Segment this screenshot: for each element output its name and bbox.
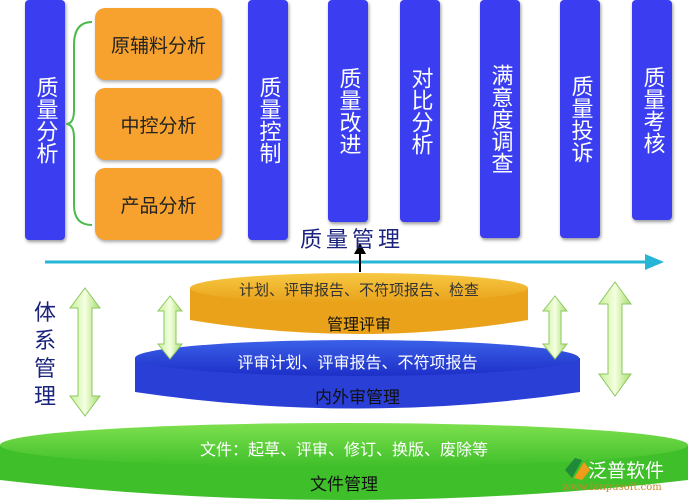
box-product-analysis: 产品分析 — [95, 168, 222, 240]
bar-comparison-analysis: 对比分析 — [400, 0, 440, 222]
up-arrow — [354, 243, 366, 272]
review-title: 管理评审 — [326, 315, 391, 334]
box-process-control-analysis: 中控分析 — [95, 88, 222, 160]
system-management-label: 体系管理 — [33, 301, 56, 410]
bar-quality-complaint: 质量投诉 — [560, 0, 600, 238]
audit-title: 内外审管理 — [315, 388, 400, 408]
logo-name: 泛普软件 — [588, 460, 665, 482]
file-items: 文件：起草、评审、修订、换版、废除等 — [199, 440, 488, 459]
brace — [65, 21, 93, 226]
review-items: 计划、评审报告、不符项报告、检查 — [238, 281, 479, 299]
audit-items: 评审计划、评审报告、不符项报告 — [237, 353, 478, 372]
bar-quality-assessment: 质量考核 — [632, 0, 672, 220]
box-raw-material-analysis: 原辅料分析 — [95, 8, 222, 80]
file-title: 文件管理 — [310, 475, 378, 495]
bar-satisfaction-survey: 满意度调查 — [480, 0, 520, 238]
quality-management-label: 质量管理 — [300, 228, 405, 253]
double-arrows — [69, 281, 632, 417]
bar-quality-control: 质量控制 — [248, 0, 288, 240]
logo-icon — [565, 458, 590, 480]
bar-quality-improvement: 质量改进 — [328, 0, 368, 222]
bar-quality-analysis: 质量分析 — [25, 0, 65, 240]
timeline-arrow — [45, 254, 664, 270]
logo-url: www.fanpusoft.com — [562, 482, 662, 493]
